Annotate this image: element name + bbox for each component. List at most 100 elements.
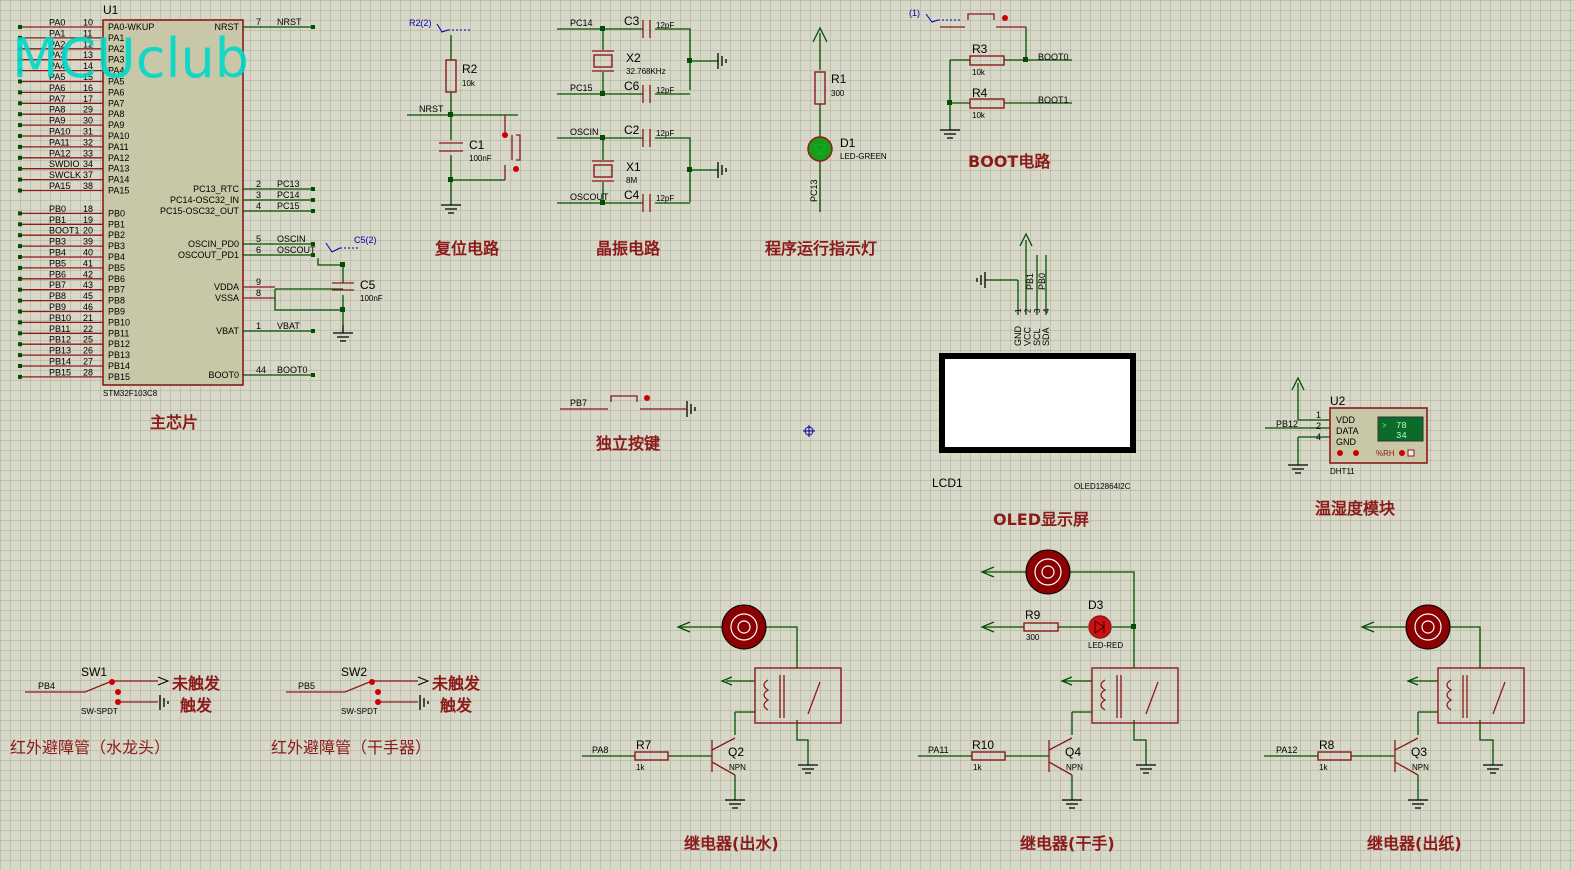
mcu-pin-net-label: PB10	[49, 313, 71, 323]
mcu-pin-number: 28	[83, 367, 93, 377]
relay1-net: PA8	[592, 745, 608, 755]
d3-ref: D3	[1088, 598, 1104, 612]
mcu-pin-net-label: PA11	[49, 137, 70, 147]
mcu-pin-number: 30	[83, 116, 93, 126]
mcu-pin-number: 25	[83, 335, 93, 345]
mcu-pin-name: PB15	[108, 372, 130, 382]
section-title-relay-dry: 继电器(干手)	[1020, 834, 1115, 853]
relay-water-circuit[interactable]: PA8 R7 1k Q2 NPN	[582, 604, 842, 809]
c2-ref: C2	[624, 123, 640, 137]
mcu-pin-net-label: PA1	[49, 28, 65, 38]
boot-probe-label: (1)	[909, 8, 920, 18]
mcu-pin-net-label: PB13	[49, 346, 71, 356]
crystal-8m-circuit[interactable]: OSCIN OSCOUT C2 12pF C4 12pF X1 8M	[557, 123, 727, 212]
mcu-pin-name: PB14	[108, 361, 130, 371]
dht-lcd-readout	[1377, 416, 1424, 442]
sw2-net: PB5	[298, 681, 315, 691]
c4-value: 12pF	[656, 194, 674, 203]
mcu-pin-net-label: PA0	[49, 18, 65, 28]
relay-paper-circuit[interactable]: PA12 R8 1k Q3 NPN	[1264, 604, 1525, 809]
section-title-dht: 温湿度模块	[1314, 499, 1396, 518]
mcu-pin-number: 14	[83, 61, 93, 71]
dht-pin-num-2: 2	[1316, 421, 1321, 431]
oled-ref: LCD1	[932, 476, 963, 490]
mcu-pin-name: PA13	[108, 164, 129, 174]
sw2-option-2: 触发	[439, 696, 473, 715]
mcu-pin-name: PB3	[108, 241, 125, 251]
mcu-pin-net-label: PA6	[49, 83, 65, 93]
sw1-option-2: 触发	[179, 696, 213, 715]
button-net: PB7	[570, 398, 587, 408]
mcu-pin-name: VDDA	[214, 282, 239, 292]
c2-value: 12pF	[656, 129, 674, 138]
r8-ref: R8	[1319, 738, 1335, 752]
mcu-pin-number: 46	[83, 302, 93, 312]
x2-net-pc14: PC14	[570, 18, 593, 28]
mcu-pin-number: 39	[83, 237, 93, 247]
mcu-pin-name: PB12	[108, 339, 130, 349]
mcu-pin-name: PB6	[108, 274, 125, 284]
oled-pin-number: 4	[1042, 308, 1051, 313]
mcu-pin-name: VBAT	[216, 326, 239, 336]
mcu-pin-name: PB0	[108, 208, 125, 218]
c6-ref: C6	[624, 79, 640, 93]
mcu-pin-name: PB1	[108, 219, 125, 229]
r3-value: 10k	[972, 68, 986, 77]
mcu-pin-net-label: SWDIO	[49, 159, 80, 169]
mcu-pin-net-label: PB0	[49, 204, 66, 214]
oled-pin-number: 2	[1023, 308, 1032, 313]
r1-resistor	[814, 71, 826, 105]
dht11-module[interactable]: PB12 1 2 4 U2 VDD DATA GND > 78 34 %RH D…	[1265, 376, 1428, 476]
d1-net-label: PC13	[809, 179, 819, 202]
mcu-pin-name: PA14	[108, 175, 129, 185]
mcu-pin-number: 22	[83, 324, 93, 334]
mcu-pin-number: 12	[83, 39, 93, 49]
r7-ref: R7	[636, 738, 652, 752]
sw2-switch[interactable]: SW2 PB5 SW-SPDT 未触发 触发	[286, 665, 481, 716]
mcu-pin-number: 42	[83, 269, 93, 279]
run-led-circuit[interactable]: R1 300 D1 LED-GREEN PC13	[807, 26, 887, 212]
mcu-pin-number: 45	[83, 291, 93, 301]
oled-net-pb1: PB1	[1025, 273, 1035, 290]
boot0-net: BOOT0	[1038, 52, 1069, 62]
boot-circuit[interactable]: (1) R3 10k R4 10k BOOT0 BOOT1	[909, 8, 1072, 139]
button-circuit[interactable]: PB7	[560, 395, 696, 417]
mcu-pin-number: 33	[83, 148, 93, 158]
mcu-pin-number: 41	[83, 258, 93, 268]
crystal-32k-circuit[interactable]: PC14 PC15 C3 12pF C6 12pF X2 32.768KHz	[557, 14, 727, 103]
sw1-switch[interactable]: SW1 PB4 SW-SPDT 未触发 触发	[25, 665, 221, 716]
relay-dry-circuit[interactable]: R9 300 D3 LED-RED PA11 R10 1k Q4 NPN	[918, 549, 1179, 809]
dht-pin-gnd: GND	[1336, 437, 1357, 447]
section-title-ir-water: 红外避障管（水龙头）	[10, 738, 170, 757]
c4-ref: C4	[624, 188, 640, 202]
mcu-pin-net-label: SWCLK	[49, 170, 81, 180]
r8-value: 1k	[1319, 763, 1328, 772]
oled-part: OLED12864I2C	[1074, 482, 1131, 491]
mcu-pin-name: PB4	[108, 252, 125, 262]
mcu-pin-number: 27	[83, 357, 93, 367]
r10-ref: R10	[972, 738, 994, 752]
mcu-pin-name: PB9	[108, 307, 125, 317]
boot1-net: BOOT1	[1038, 95, 1069, 105]
mcu-pin-number: 19	[83, 215, 93, 225]
c6-value: 12pF	[656, 86, 674, 95]
reset-circuit[interactable]: R2(2) R2 10k NRST C1 100nF	[407, 18, 521, 214]
oled-pin-gnd: GND	[1013, 326, 1023, 347]
mcu-pin-name: PB10	[108, 317, 130, 327]
mcu-pin-number: 20	[83, 226, 93, 236]
mcu-pin-number: 29	[83, 105, 93, 115]
